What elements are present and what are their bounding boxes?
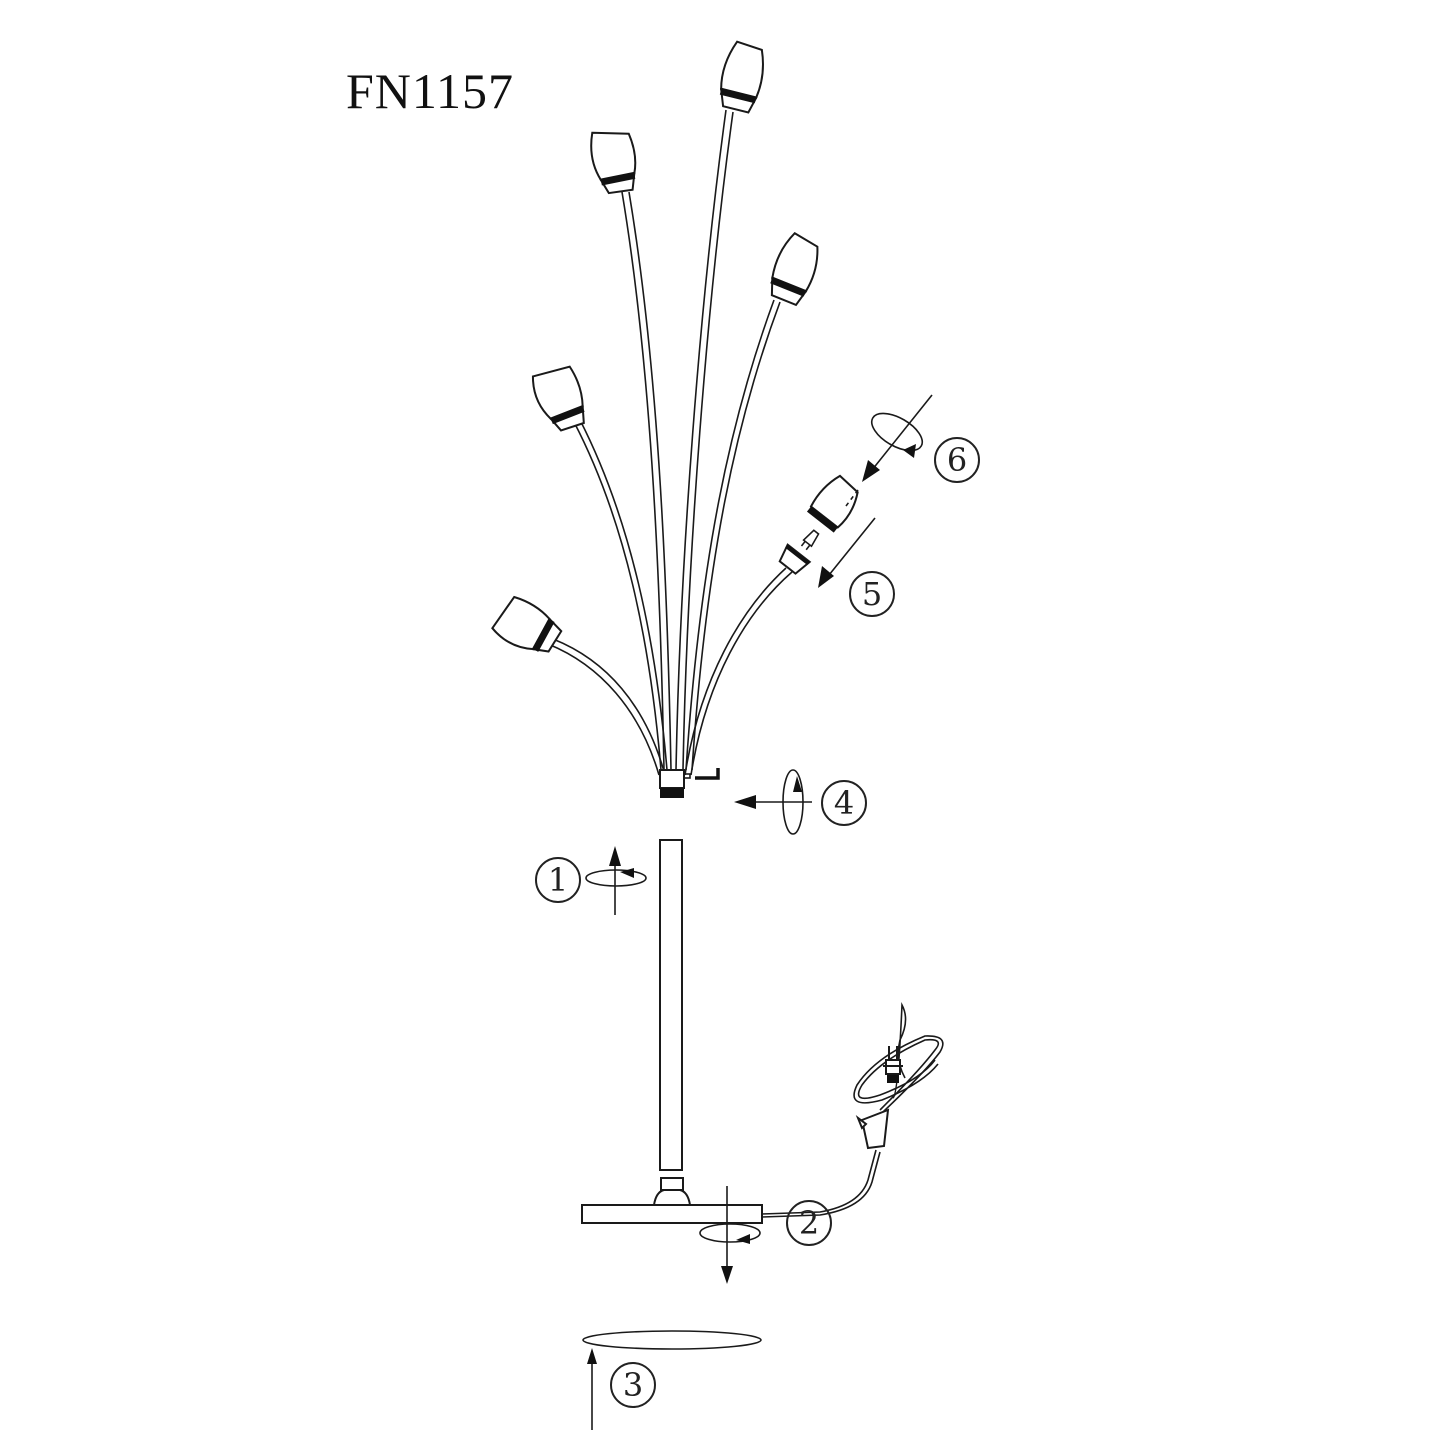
arm-hub [659,768,720,798]
base [581,1177,763,1224]
step-5-label: 5 [849,571,895,617]
lamp-arms [547,109,793,776]
pole [659,839,683,1171]
model-number-title: FN1157 [346,63,515,119]
step-6-label: 6 [934,437,980,483]
bulb [800,529,820,551]
shade-left [531,365,585,432]
shade-upper-left [590,131,637,195]
step2-arrow [699,1186,761,1284]
step5-arrow [818,517,876,588]
shade-top-center [719,40,764,114]
step-4-label: 4 [821,780,867,826]
step4-arrow [734,769,812,835]
felt-pad [582,1330,762,1350]
socket-cup [778,543,812,575]
step-1-label: 1 [535,857,581,903]
step-2-label: 2 [786,1200,832,1246]
shade-exploded [806,474,859,533]
shade-right [770,231,819,307]
power-cord [761,1002,944,1218]
step-3-label: 3 [610,1362,656,1408]
hex-key [695,768,720,780]
step3-arrow [587,1348,597,1430]
foot-switch [860,1108,890,1150]
step1-arrow [585,846,647,915]
shade-lower-left [491,595,563,653]
step6-arrow [845,394,933,507]
